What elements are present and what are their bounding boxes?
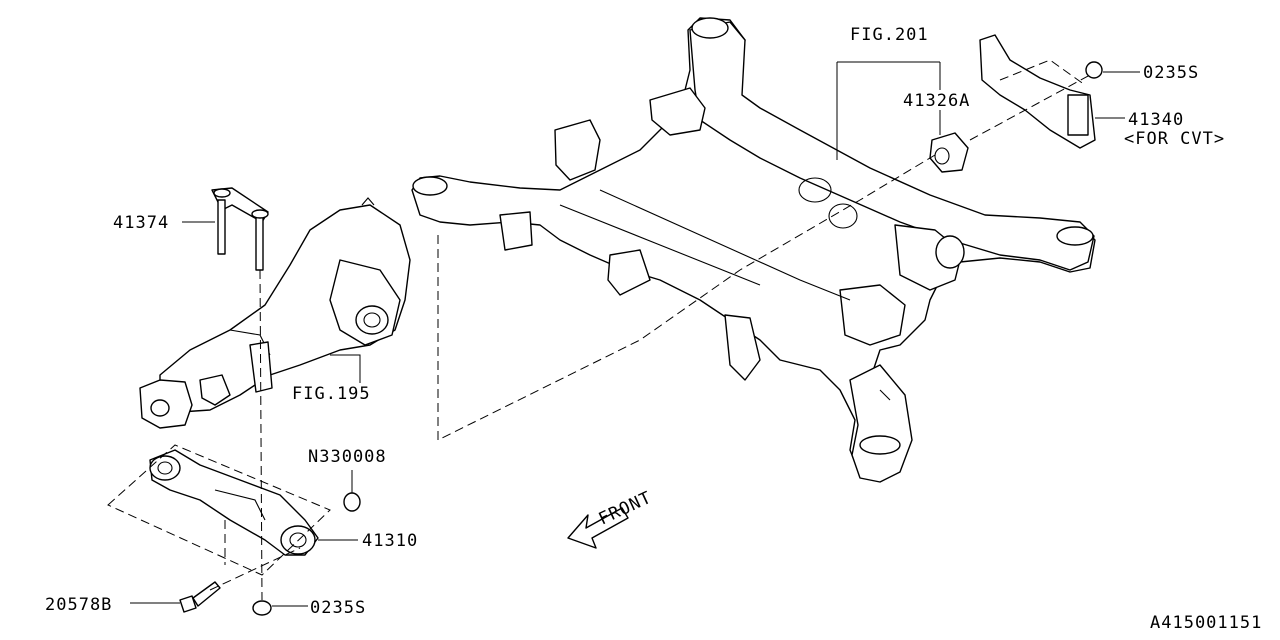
label-41326a: 41326A <box>903 91 970 111</box>
small-hardware <box>179 34 1103 616</box>
label-41310: 41310 <box>362 531 418 551</box>
assembly-guide-lines <box>107 59 1091 601</box>
rear-diff-member <box>149 449 319 556</box>
label-for-cvt: <FOR CVT> <box>1124 129 1225 149</box>
label-n330008: N330008 <box>308 447 387 467</box>
rear-subframe <box>411 17 1096 483</box>
label-0235s-bottom: 0235S <box>310 598 366 618</box>
diagram-id: A415001151 <box>1150 613 1262 633</box>
label-0235s-top: 0235S <box>1143 63 1199 83</box>
rear-differential <box>139 197 411 429</box>
label-20578b: 20578B <box>45 595 112 615</box>
front-direction-arrow: FRONT <box>567 488 655 549</box>
label-41340: 41340 <box>1128 110 1184 130</box>
callout-labels: FIG.201 41326A 0235S 41340 <FOR CVT> 413… <box>45 25 1262 633</box>
label-fig195: FIG.195 <box>292 384 371 404</box>
leader-lines <box>130 61 1140 607</box>
label-fig201: FIG.201 <box>850 25 929 45</box>
stud-bolts <box>211 187 269 271</box>
front-label: FRONT <box>596 488 655 530</box>
label-41374: 41374 <box>113 213 169 233</box>
